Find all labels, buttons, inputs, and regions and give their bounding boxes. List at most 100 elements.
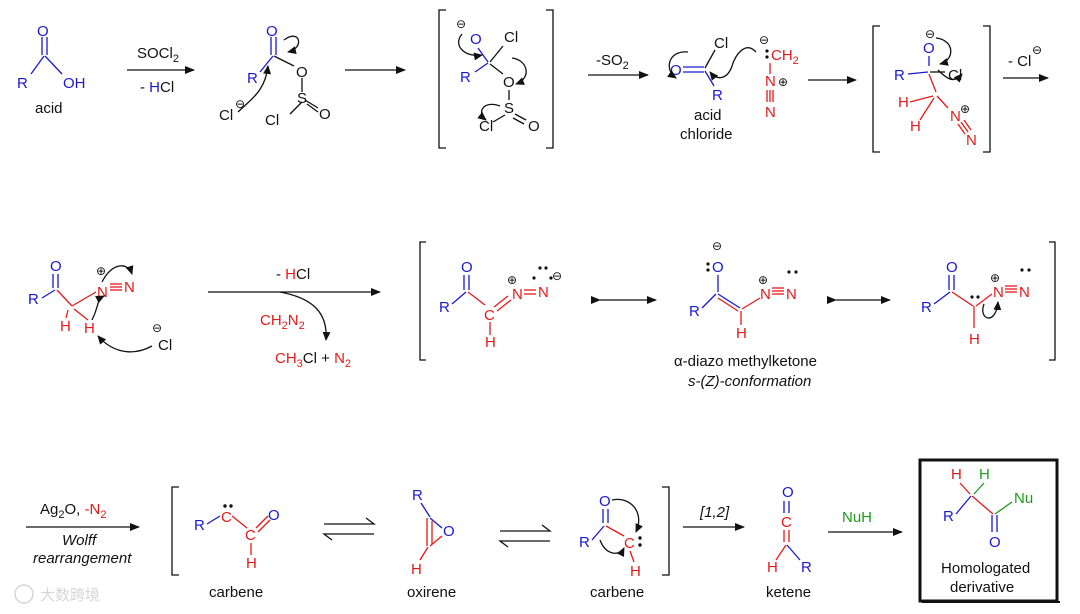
atom-n: N xyxy=(966,132,977,149)
atom-o: O xyxy=(37,23,49,40)
atom-n: N xyxy=(538,284,549,301)
arrow-socl2: SOCl2 - HCl xyxy=(127,45,195,96)
label-homologated: Homologated xyxy=(941,560,1030,577)
reagent-ch2n2: CH2N2 xyxy=(260,312,305,332)
watermark-text: 大数跨境 xyxy=(40,586,100,604)
atom-o: O xyxy=(782,484,794,501)
resonance-structure-a: O R C H ⊕ N N ⊖ xyxy=(439,259,562,351)
atom-h: H xyxy=(60,318,71,335)
curved-arrow xyxy=(667,51,689,79)
atom-r: R xyxy=(412,487,423,504)
atom-cl: Cl xyxy=(504,29,518,46)
atom-h: H xyxy=(898,94,909,111)
resonance-bracket: O R C H ⊕ N N ⊖ ⊖ O xyxy=(419,239,1056,390)
label-oxirene: oxirene xyxy=(407,584,456,601)
atom-h: H xyxy=(84,320,95,337)
atom-h: H xyxy=(969,331,980,348)
atom-o: O xyxy=(670,62,682,79)
reagent-minus-so2: -SO2 xyxy=(596,52,629,72)
atom-n: N xyxy=(950,108,961,125)
atom-h: H xyxy=(246,555,257,572)
atom-n: N xyxy=(1019,284,1030,301)
minus-charge: ⊖ xyxy=(925,27,935,41)
curved-arrow xyxy=(237,65,272,113)
atom-r: R xyxy=(28,291,39,308)
reagent-minus-cl: - Cl xyxy=(1008,53,1031,70)
plus-charge: ⊕ xyxy=(758,273,768,287)
atom-oh: OH xyxy=(63,75,86,92)
atom-c: C xyxy=(221,509,232,526)
oxirene-structure: R O H oxirene xyxy=(407,487,456,601)
carbene-structure-2: O R C H carbene xyxy=(579,493,644,601)
carbene-structure-1: R C C O H carbene xyxy=(194,504,280,601)
tetrahedral-intermediate-bracket: ⊖ O Cl R O S Cl O xyxy=(438,9,554,149)
atom-r: R xyxy=(894,67,905,84)
atom-o: O xyxy=(989,534,1001,551)
resonance-structure-b: ⊖ O R H ⊕ N N α-diazo methylketone s-(Z)… xyxy=(674,239,817,390)
curved-arrow xyxy=(511,57,527,85)
reagent-ag2o: Ag2O, -N2 xyxy=(40,501,106,521)
atom-c: C xyxy=(245,527,256,544)
plus-charge: ⊕ xyxy=(96,264,106,278)
plus-charge: ⊕ xyxy=(960,102,970,116)
minus-charge: ⊖ xyxy=(712,239,722,253)
minus-charge: ⊖ xyxy=(456,17,466,31)
label-acid: acid xyxy=(35,100,63,117)
atom-h: H xyxy=(767,559,778,576)
reagent-ch3cl-n2: CH3Cl + N2 xyxy=(275,350,351,370)
atom-n: N xyxy=(786,286,797,303)
atom-n: N xyxy=(512,286,523,303)
curved-arrow xyxy=(97,335,153,353)
curved-arrow xyxy=(477,103,501,121)
atom-h: H xyxy=(630,563,641,580)
label-ketene: ketene xyxy=(766,584,811,601)
curved-arrow xyxy=(982,301,1002,319)
atom-n: N xyxy=(765,104,776,121)
atom-r: R xyxy=(943,508,954,525)
atom-s: S xyxy=(504,100,514,117)
atom-r: R xyxy=(689,303,700,320)
plus-charge: ⊕ xyxy=(990,271,1000,285)
chlorosulfite-structure: O R O S Cl O Cl ⊖ xyxy=(219,23,331,129)
atom-h: H xyxy=(951,466,962,483)
atom-o: O xyxy=(319,106,331,123)
resonance-structure-c: O R H ⊕ N N xyxy=(921,259,1031,348)
reagent-socl2: SOCl2 xyxy=(137,45,179,65)
atom-nu: Nu xyxy=(1014,490,1033,507)
arrow-minus-so2: -SO2 xyxy=(588,52,649,79)
atom-c: C xyxy=(484,307,495,324)
curved-arrow xyxy=(937,69,963,83)
atom-o: O xyxy=(528,118,540,135)
label-derivative: derivative xyxy=(950,579,1014,596)
atom-h: H xyxy=(411,561,422,578)
plus-charge: ⊕ xyxy=(507,273,517,287)
atom-cl: Cl xyxy=(479,118,493,135)
atom-o: O xyxy=(443,523,455,540)
atom-r: R xyxy=(921,299,932,316)
arrow-minus-cl: - Cl ⊖ xyxy=(1003,43,1049,82)
equilibrium-arrow-2 xyxy=(498,524,552,548)
atom-cl: Cl xyxy=(714,35,728,52)
atom-cl: Cl xyxy=(158,337,172,354)
ketene-structure: O C H R ketene xyxy=(766,484,812,601)
label-carbene-2: carbene xyxy=(590,584,644,601)
reagent-minus-hcl: - HCl xyxy=(140,79,174,96)
atom-o: O xyxy=(470,31,482,48)
diazonium-ketone-structure: O R H H ⊕ N N ⊖ Cl xyxy=(28,258,172,354)
minus-charge: ⊖ xyxy=(759,33,769,47)
label-acid-chloride-line1: acid xyxy=(694,107,722,124)
atom-h: H xyxy=(979,466,990,483)
watermark: 大数跨境 xyxy=(14,584,100,604)
atom-r: R xyxy=(439,299,450,316)
carbene-bracket: R C C O H carbene R O H xyxy=(171,486,670,601)
atom-r: R xyxy=(712,87,723,104)
arrow-shift: [1,2] xyxy=(683,504,745,531)
atom-h: H xyxy=(485,334,496,351)
atom-o: O xyxy=(266,23,278,40)
atom-o: O xyxy=(946,259,958,276)
curved-arrow xyxy=(458,33,483,61)
atom-cl: Cl xyxy=(265,112,279,129)
label-rearrangement: rearrangement xyxy=(33,550,132,567)
label-conformation: s-(Z)-conformation xyxy=(688,373,811,390)
